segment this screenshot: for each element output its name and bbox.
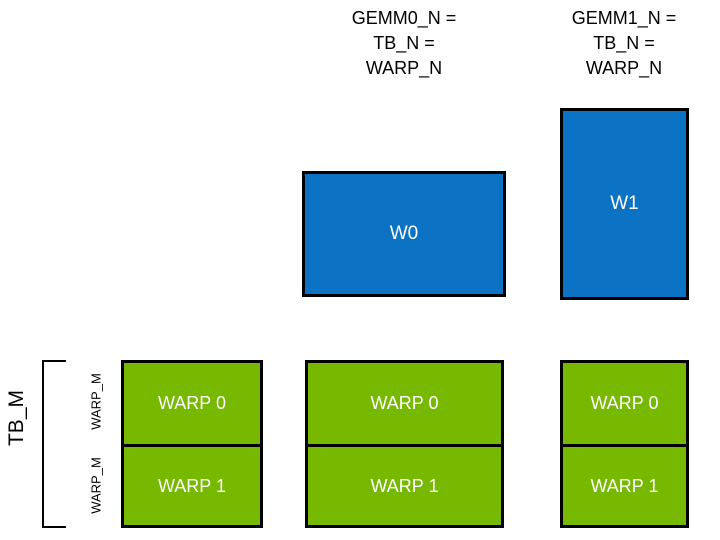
green-cell-col0-warp1: WARP 1 <box>124 444 260 525</box>
header-gemm0-dimensions: GEMM0_N = TB_N = WARP_N <box>351 8 457 78</box>
blue-box-w1-label: W1 <box>610 193 639 214</box>
green-cell-label: WARP 0 <box>157 393 227 413</box>
green-cell-col0-warp0: WARP 0 <box>124 363 260 444</box>
green-cell-col2-warp0: WARP 0 <box>563 363 686 444</box>
green-column-2: WARP 0 WARP 1 <box>560 360 689 528</box>
green-cell-label: WARP 1 <box>157 475 227 496</box>
warp-m-label-lower: WARP_M <box>88 457 104 514</box>
blue-box-w0-label: W0 <box>389 223 419 244</box>
green-column-1: WARP 0 WARP 1 <box>305 360 504 528</box>
blue-box-w1: W1 <box>560 108 689 300</box>
blue-box-w0: W0 <box>302 171 506 297</box>
tb-m-bracket <box>42 360 66 528</box>
green-column-0: WARP 0 WARP 1 <box>121 360 263 528</box>
tb-m-label: TB_M <box>5 390 28 447</box>
warp-m-label-upper: WARP_M <box>88 373 104 430</box>
green-cell-col2-warp1: WARP 1 <box>563 444 686 525</box>
green-cell-label: WARP 1 <box>370 475 439 496</box>
green-cell-label: WARP 1 <box>590 475 659 496</box>
green-cell-col1-warp1: WARP 1 <box>308 444 501 525</box>
green-cell-label: WARP 0 <box>370 393 439 413</box>
header-gemm1-dimensions: GEMM1_N = TB_N = WARP_N <box>571 8 677 78</box>
green-cell-col1-warp0: WARP 0 <box>308 363 501 444</box>
green-cell-label: WARP 0 <box>590 393 659 413</box>
